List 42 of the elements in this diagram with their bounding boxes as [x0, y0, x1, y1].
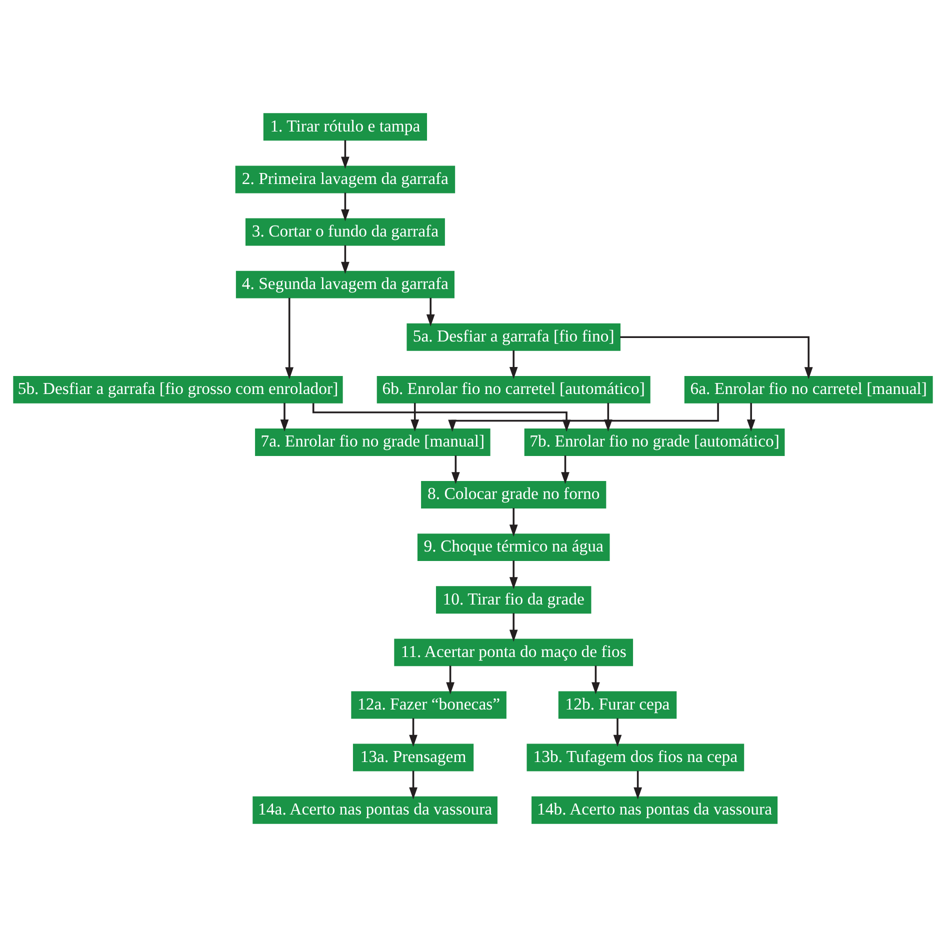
node-box: 2. Primeira lavagem da garrafa	[234, 165, 455, 193]
arrow	[446, 665, 454, 694]
node-box: 1. Tirar rótulo e tampa	[262, 112, 427, 140]
arrow	[451, 454, 460, 484]
node-box: 11. Acertar ponta do maço de fios	[394, 638, 633, 666]
arrow	[620, 336, 812, 379]
arrow	[340, 140, 349, 168]
arrow	[508, 508, 518, 536]
arrow	[603, 402, 612, 431]
node-box: 6b. Enrolar fio no carretel [automático]	[376, 375, 650, 403]
arrow	[284, 297, 294, 379]
arrow	[508, 560, 518, 589]
node-box: 5b. Desfiar a garrafa [fio grosso com enrolador]	[12, 375, 342, 403]
arrow	[408, 718, 417, 746]
arrow	[280, 402, 288, 431]
node-box: 14a. Acerto nas pontas da vassoura	[252, 796, 497, 824]
arrow	[408, 770, 417, 799]
node-box: 13b. Tufagem dos fios na cepa	[526, 743, 744, 771]
arrow	[612, 718, 622, 746]
arrow	[591, 665, 600, 694]
arrow	[633, 770, 642, 799]
arrow	[410, 402, 419, 431]
node-box: 14b. Acerto nas pontas da vassoura	[531, 796, 778, 824]
node-box: 7a. Enrolar fio no grade [manual]	[254, 428, 490, 456]
node-box: 4. Segunda lavagem da garrafa	[235, 270, 454, 298]
arrow	[340, 244, 349, 274]
node-box: 7b. Enrolar fio no grade [automático]	[524, 428, 784, 456]
arrow	[508, 612, 518, 642]
node-box: 9. Choque térmico na água	[416, 533, 610, 561]
arrow	[508, 350, 518, 378]
node-box: 5a. Desfiar a garrafa [fio fino]	[406, 322, 620, 350]
arrow	[746, 402, 755, 431]
node-box: 8. Colocar grade no forno	[420, 480, 606, 508]
node-box: 13a. Prensagem	[352, 743, 474, 771]
arrow	[426, 297, 434, 326]
arrow	[560, 454, 569, 484]
node-box: 12a. Fazer “bonecas”	[350, 690, 506, 718]
node-box: 10. Tirar fio da grade	[435, 586, 591, 614]
arrow	[340, 192, 349, 221]
node-box: 6a. Enrolar fio no carretel [manual]	[684, 375, 932, 403]
node-box: 12b. Furar cepa	[558, 690, 676, 718]
node-box: 3. Cortar o fundo da garrafa	[244, 218, 444, 246]
